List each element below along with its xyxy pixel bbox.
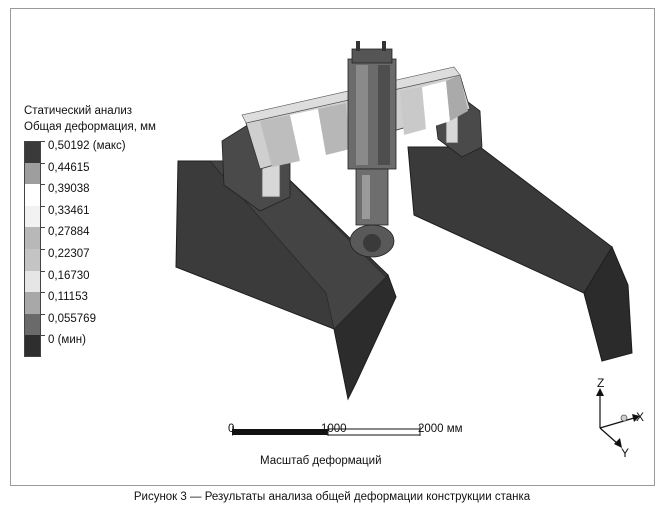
- legend-tick: [41, 184, 45, 186]
- legend-label: 0,22307: [48, 247, 90, 260]
- legend-label: 0,055769: [48, 312, 96, 325]
- axis-triad: [596, 388, 640, 448]
- machine-model-view[interactable]: [150, 35, 640, 415]
- legend-swatch: [24, 292, 41, 314]
- legend-label: 0,11153: [48, 291, 88, 304]
- legend-swatch: [24, 141, 41, 163]
- legend-swatch: [24, 205, 41, 228]
- right-rail-front-face: [583, 245, 633, 362]
- column-cap: [351, 48, 393, 64]
- legend-tick: [41, 205, 45, 207]
- legend-label: 0,44615: [48, 161, 90, 174]
- legend-label: 0,50192 (макс): [48, 140, 126, 152]
- legend-title-analysis: Статический анализ: [24, 105, 133, 117]
- legend-tick: [41, 227, 45, 229]
- scale-title: Масштаб деформаций: [260, 455, 382, 467]
- axis-z-label: Z: [597, 376, 605, 390]
- deformation-scale-bar: [231, 422, 422, 443]
- legend-label: 0,39038: [48, 183, 90, 196]
- legend-tick: [41, 335, 45, 337]
- legend-label: 0,33461: [48, 204, 90, 217]
- legend-swatch: [24, 313, 41, 336]
- legend-label: 0 (мин): [48, 334, 86, 347]
- legend-swatch: [24, 227, 41, 249]
- axis-x-label: X: [636, 410, 645, 424]
- legend-label: 0,16730: [48, 269, 90, 282]
- scale-label-start: 0: [228, 423, 235, 435]
- legend-tick: [41, 313, 45, 315]
- legend-label: 0,27884: [48, 226, 90, 239]
- figure-caption: Рисунок 3 — Результаты анализа общей деф…: [133, 491, 531, 503]
- legend-swatch: [24, 335, 41, 357]
- spindle-housing: [355, 168, 389, 226]
- legend-tick: [41, 141, 45, 142]
- legend-swatch: [24, 248, 41, 271]
- legend-tick: [41, 270, 45, 272]
- legend-swatch: [24, 270, 41, 293]
- scale-label-mid: 1000: [321, 423, 347, 435]
- legend-title-deformation: Общая деформация, мм: [24, 121, 156, 133]
- legend-tick: [41, 292, 45, 294]
- legend-swatch: [24, 162, 41, 185]
- axis-y-label: Y: [621, 446, 630, 460]
- scale-label-end: 2000 мм: [418, 423, 463, 435]
- legend-swatch: [24, 184, 41, 206]
- legend-tick: [41, 248, 45, 250]
- legend-tick: [41, 162, 45, 164]
